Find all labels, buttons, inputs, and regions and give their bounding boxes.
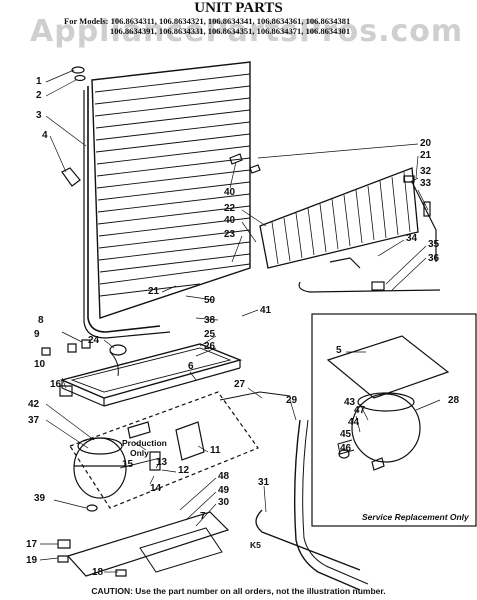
production-platform [69,391,259,512]
callout-40a: 40 [224,187,236,198]
callout-50: 50 [204,295,216,306]
condenser-coil [83,61,251,339]
callout-44: 44 [348,417,360,428]
callout-17: 17 [26,539,38,550]
callout-46: 46 [340,443,352,454]
callout-27: 27 [234,379,246,390]
callout-47: 47 [354,405,366,416]
models-line-2: 106.8634391, 106.8634331, 106.8634351, 1… [110,26,351,36]
service-label: Service Replacement Only [362,512,469,522]
callout-10: 10 [34,359,46,370]
callout-32: 32 [420,166,432,177]
callout-31: 31 [258,477,270,488]
ks-label: K5 [250,540,261,550]
base-rail [57,511,230,577]
evaporator-coil [259,167,441,293]
models-line-1: For Models: 106.8634311, 106.8634321, 10… [64,16,351,26]
callout-26: 26 [204,341,216,352]
callout-19: 19 [26,555,38,566]
callout-18: 18 [92,567,104,578]
caution-note: CAUTION: Use the part number on all orde… [91,586,386,596]
callout-37: 37 [28,415,40,426]
callout-28: 28 [448,395,460,406]
callout-3: 3 [36,110,42,121]
callout-16: 16 [50,379,62,390]
callout-48: 48 [218,471,230,482]
callout-8: 8 [38,315,44,326]
production-label-2: Only [130,448,149,458]
callout-15: 15 [122,459,134,470]
callout-34: 34 [406,233,418,244]
production-label: Production [122,438,167,448]
callout-36: 36 [428,253,440,264]
callout-35: 35 [428,239,440,250]
callout-43: 43 [344,397,356,408]
callout-13: 13 [156,457,168,468]
callout-6: 6 [188,361,194,372]
callout-49: 49 [218,485,230,496]
callout-4: 4 [42,130,48,141]
callout-23: 23 [224,229,236,240]
callout-38: 38 [204,315,216,326]
service-replacement-box [311,313,477,527]
callout-9: 9 [34,329,40,340]
callout-20: 20 [420,138,432,149]
callout-33: 33 [420,178,432,189]
callout-41: 41 [260,305,272,316]
callout-42: 42 [28,399,40,410]
callout-14: 14 [150,483,162,494]
callout-2: 2 [36,90,42,101]
callout-21a: 21 [420,150,432,161]
watermark: AppliancePartsPros.com [30,14,464,49]
callout-39: 39 [34,493,46,504]
callout-5: 5 [336,345,342,356]
callout-11: 11 [210,445,221,456]
callout-24: 24 [88,335,100,346]
callout-7: 7 [200,511,206,522]
callout-30: 30 [218,497,230,508]
page-title: UNIT PARTS [194,0,283,16]
callout-21b: 21 [148,286,160,297]
callout-45: 45 [340,429,352,440]
callout-25: 25 [204,329,216,340]
callout-22: 22 [224,203,236,214]
callout-29: 29 [286,395,298,406]
drain-pan [59,343,243,407]
callout-12: 12 [178,465,190,476]
callout-1: 1 [36,76,42,87]
callout-40b: 40 [224,215,236,226]
